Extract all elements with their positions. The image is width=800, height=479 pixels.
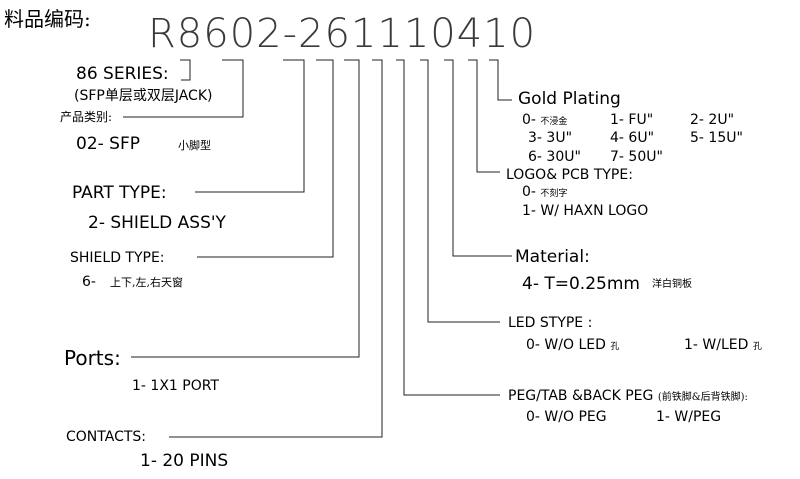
peg-tab-title: PEG/TAB &BACK PEG (前铁脚&后背铁脚): (508, 388, 748, 404)
gold-option-5: 5- 15U" (690, 130, 743, 146)
category-title: 产品类别: (60, 110, 113, 124)
series-note: (SFP单层或双层JACK) (74, 88, 213, 104)
gold-plating-title: Gold Plating (518, 89, 621, 109)
gold-option-4: 4- 6U" (610, 130, 655, 146)
material-option-note: 洋白铜板 (652, 279, 692, 290)
category-option: 02- SFP (76, 134, 140, 154)
gold-option-3: 3- 3U" (528, 130, 573, 146)
gold-option-1: 1- FU" (610, 112, 654, 128)
gold-option-0: 0- 不浸金 (522, 112, 568, 128)
ports-option: 1- 1X1 PORT (132, 378, 219, 394)
ports-title: Ports: (64, 346, 121, 370)
peg-option-0: 0- W/O PEG (526, 409, 607, 425)
logo-option-1: 1- W/ HAXN LOGO (522, 203, 649, 219)
part-type-title: PART TYPE: (72, 183, 167, 203)
gold-option-7: 7- 50U" (610, 149, 663, 165)
shield-type-option: 6- (82, 274, 96, 290)
material-option: 4- T=0.25mm (522, 274, 640, 294)
led-option-0: 0- W/O LED 孔 (526, 337, 620, 353)
gold-option-2: 2- 2U" (690, 112, 735, 128)
peg-option-1: 1- W/PEG (656, 409, 722, 425)
shield-type-title: SHIELD TYPE: (70, 250, 165, 266)
part-type-option: 2- SHIELD ASS'Y (88, 213, 226, 233)
contacts-option: 1- 20 PINS (140, 451, 229, 471)
part-number: R8602-261110410 (148, 11, 537, 57)
shield-type-option-note: 上下,左,右天窗 (110, 276, 183, 289)
category-option-note: 小脚型 (178, 139, 211, 152)
led-type-title: LED STYPE : (508, 315, 593, 331)
logo-option-0: 0- 不刻字 (522, 184, 568, 200)
material-code-label: 料品编码: (4, 7, 91, 31)
material-title: Material: (515, 247, 590, 267)
led-option-1: 1- W/LED 孔 (684, 337, 762, 353)
contacts-title: CONTACTS: (66, 429, 146, 445)
series-title: 86 SERIES: (76, 64, 169, 84)
logo-pcb-title: LOGO& PCB TYPE: (506, 167, 633, 183)
gold-option-6: 6- 30U" (528, 149, 581, 165)
